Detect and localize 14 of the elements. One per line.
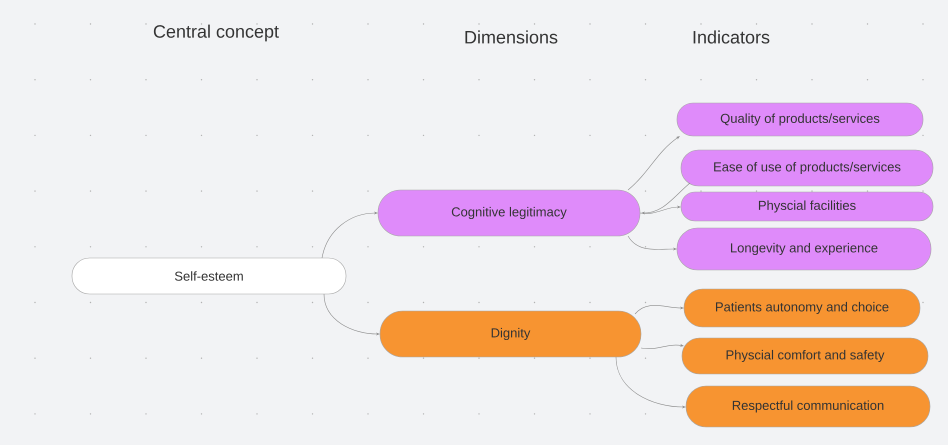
dimension-box: Dignity (380, 310, 642, 358)
indicator-box: Quality of products/services (676, 102, 924, 136)
indicator-box: Respectful communication (686, 386, 930, 428)
indicator-box: Physcial comfort and safety (682, 338, 928, 374)
indicator-box: Ease of use of products/services (680, 150, 934, 186)
dimension-box: Cognitive legitimacy (378, 190, 640, 236)
indicator-box: Physcial facilities (680, 192, 934, 222)
column-heading: Indicators (694, 30, 770, 44)
indicator-box: Patients autonomy and choice (684, 288, 920, 328)
column-heading: Central concept (154, 24, 279, 42)
arrow (628, 136, 680, 190)
indicator-box: Longevity and experience (676, 228, 932, 270)
column-heading: Dimensions (465, 30, 558, 44)
concept-box: Self-esteem (72, 258, 346, 294)
